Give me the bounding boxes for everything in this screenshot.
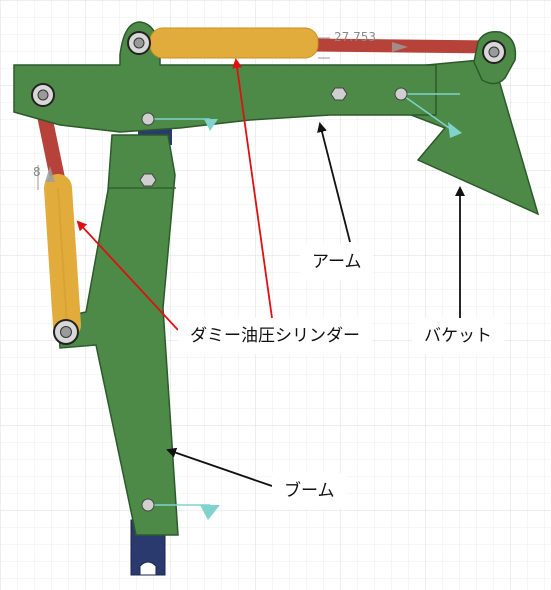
pin-boom-base [53,319,79,345]
pin-arm-center [141,112,155,126]
cylinder-pointer-arrow-top [232,58,273,319]
pin-bucket-link [482,40,506,64]
boom-pointer-arrow [166,447,273,487]
top-cylinder-dimension: 27.753 [334,30,376,44]
pin-bucket-center [394,87,408,101]
cylinder-pointer-arrow-left [76,220,179,331]
top-dummy-cylinder [149,27,319,59]
boom-coordinate-triad [148,504,220,520]
arm-body [13,21,437,133]
arm-label: アーム [300,244,374,280]
hex-nut-boom [139,173,157,187]
arm-pointer-arrow [317,122,351,243]
hex-nut-arm [330,87,348,101]
cylinder-label: ダミー油圧シリンダー [178,318,372,354]
boom-body [57,134,179,536]
bucket-label: バケット [412,318,504,354]
arm-coordinate-triad [148,118,218,131]
left-dimension-marker [37,165,55,190]
boom-label: ブーム [272,473,347,509]
top-dimension-marker [318,37,408,59]
left-dummy-cylinder [37,110,81,339]
pin-arm-top [127,31,151,55]
pin-arm-left [31,83,55,107]
pin-boom-lower [141,498,155,512]
left-cylinder-dimension: 8 [33,165,41,179]
bucket-coordinate-triad [400,93,462,138]
